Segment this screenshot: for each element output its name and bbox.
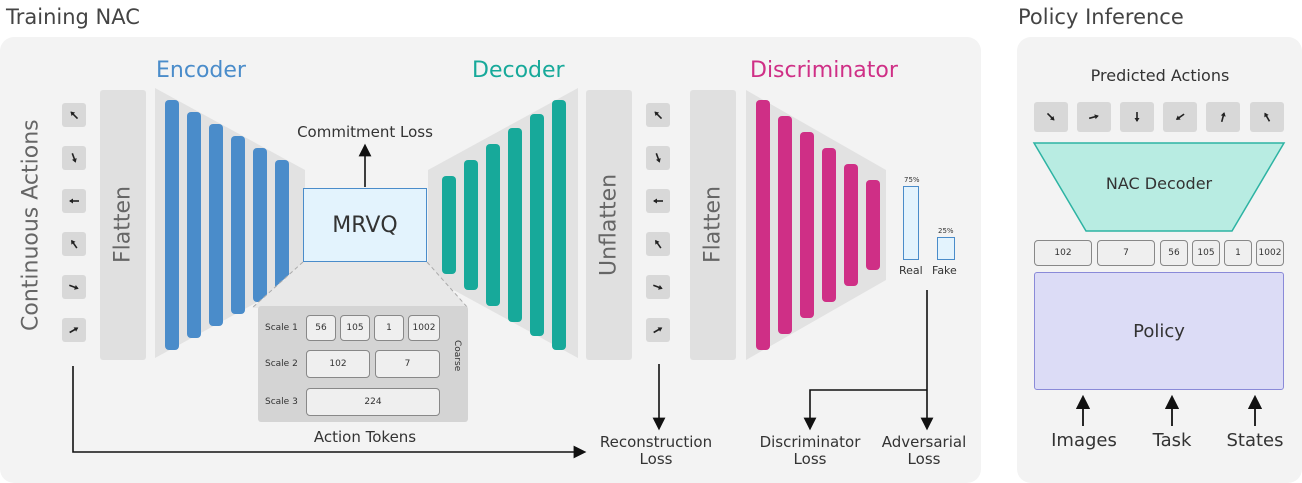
arrow-icon [646,232,670,256]
token: 7 [375,350,440,378]
real-percent: 75% [904,176,920,184]
real-label: Real [899,264,923,277]
token: 1002 [408,315,440,341]
encoder-layer [209,124,223,326]
nac-decoder-shape [1032,142,1286,232]
projection-shape [251,261,469,309]
token: 102 [306,350,370,378]
policy-box: Policy [1034,272,1284,390]
discriminator-title: Discriminator [750,58,898,83]
discriminator-layer [756,100,770,350]
token: 105 [340,315,370,341]
mrvq-box: MRVQ [303,188,427,262]
training-title: Training NAC [6,5,140,29]
arrow-icon [646,318,670,342]
token: 1 [374,315,404,341]
token: 1002 [1256,240,1284,266]
discriminator-layer [778,116,792,334]
reconstruction-loss-label: Reconstruction Loss [599,433,713,468]
decoder-layer [442,176,456,274]
arrow-icon [62,318,86,342]
scale-3-label: Scale 3 [265,397,298,407]
token: 102 [1034,240,1092,266]
arrow-icon [62,103,86,127]
arrow-icon [62,189,86,213]
discriminator-layer [844,164,858,286]
arrow-icon [646,275,670,299]
arrow-icon [1077,102,1111,132]
encoder-layer [187,112,201,338]
arrow-icon [1120,102,1154,132]
fake-percent: 25% [938,227,954,235]
input-states-label: States [1226,430,1284,451]
inference-title: Policy Inference [1018,5,1184,29]
arrow-icon [62,232,86,256]
arrow-icon [62,146,86,170]
predicted-actions-row [1034,102,1286,132]
token: 7 [1097,240,1155,266]
decoder-layer [464,160,478,290]
token: 56 [306,315,336,341]
action-tokens-label: Action Tokens [313,428,417,446]
arrow-icon [1250,102,1284,132]
input-images-label: Images [1051,430,1117,451]
encoder-title: Encoder [156,58,246,83]
arrow-icon [646,103,670,127]
arrow-icon [1163,102,1197,132]
encoder-layer [275,160,289,290]
encoder-layer [253,148,267,302]
discriminator-layer [866,180,880,270]
fake-bar [937,237,955,260]
arrow-icon [646,146,670,170]
scale-2-label: Scale 2 [265,359,298,369]
decoder-layer [508,128,522,322]
adversarial-loss-label: Adversarial Loss [881,433,967,468]
discriminator-loss-label: Discriminator Loss [759,433,861,468]
encoder-layer [165,100,179,350]
nac-decoder-label: NAC Decoder [1105,174,1213,193]
commitment-loss-label: Commitment Loss [297,123,433,141]
arrow-icon [1206,102,1240,132]
token: 56 [1160,240,1188,266]
arrow-icon [1034,102,1068,132]
discriminator-layer [800,132,814,318]
input-task-label: Task [1152,430,1192,451]
real-bar [903,186,919,260]
discriminator-layer [822,148,836,302]
encoder-layer [231,136,245,314]
token: 105 [1192,240,1220,266]
coarse-label: Coarse [452,340,462,372]
decoder-layer [530,114,544,336]
decoder-layer [486,144,500,306]
decoder-title: Decoder [472,58,565,83]
predicted-actions-label: Predicted Actions [1090,66,1230,85]
fake-label: Fake [932,264,957,277]
decoder-layer [552,100,566,350]
token: 224 [306,388,440,416]
scale-1-label: Scale 1 [265,323,298,333]
arrow-icon [646,189,670,213]
arrow-icon [62,275,86,299]
token: 1 [1224,240,1252,266]
